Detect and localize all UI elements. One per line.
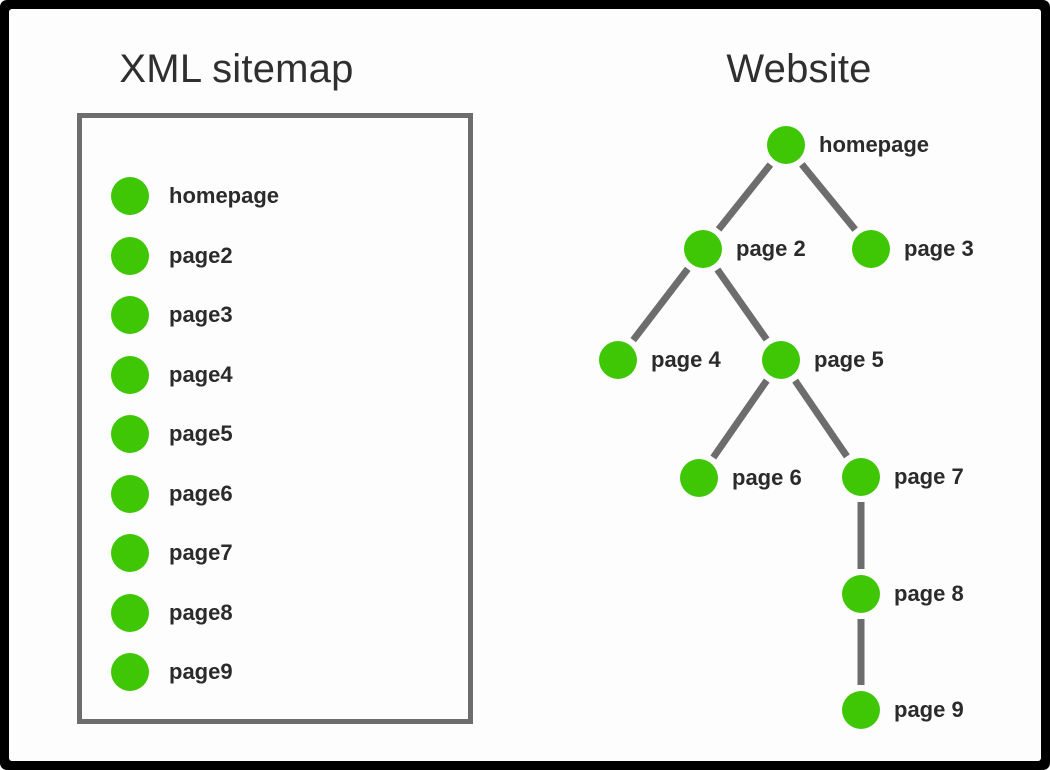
green-circle-icon: [111, 296, 149, 334]
tree-node-label: page 7: [894, 464, 964, 489]
green-circle-icon: [599, 341, 637, 379]
green-circle-icon: [111, 355, 149, 394]
website-tree: homepage page 2 page 3 page 4 page 5 page 6 pa…: [9, 9, 1041, 761]
green-circle-icon: [842, 575, 880, 613]
tree-node-label: page 2: [736, 236, 806, 261]
green-circle-icon: [111, 593, 149, 632]
sitemap-list-item-label: page5: [169, 421, 233, 446]
xml-sitemap-title: XML sitemap: [119, 47, 354, 91]
green-circle-icon: [767, 126, 805, 164]
green-circle-icon: [111, 177, 149, 215]
diagram-inner-surface: XML sitemap homepage page2 page3 page4 page5…: [9, 9, 1041, 761]
tree-node-page4[interactable]: page 4: [599, 341, 721, 379]
tree-node-page3[interactable]: page 3: [852, 230, 974, 268]
green-circle-icon: [680, 459, 718, 497]
tree-edge-page5-to-page7: [792, 378, 850, 459]
tree-node-page9[interactable]: page 9: [842, 691, 964, 729]
sitemap-list-item[interactable]: page7: [111, 533, 233, 573]
sitemap-list-item-label: page6: [169, 480, 233, 506]
tree-node-page8[interactable]: page 8: [842, 575, 964, 613]
tree-node-label: page 4: [651, 347, 721, 372]
green-circle-icon: [842, 458, 880, 496]
sitemap-list-item[interactable]: page8: [111, 593, 233, 633]
tree-edge-homepage-to-page3: [799, 162, 858, 232]
sitemap-list-item-label: page2: [169, 242, 233, 268]
green-circle-icon: [111, 474, 149, 513]
sitemap-list-item[interactable]: page2: [111, 236, 233, 276]
tree-edge-page2-to-page5: [714, 267, 770, 342]
tree-node-label: page 8: [894, 581, 964, 606]
sitemap-list-item-label: page8: [169, 599, 233, 625]
website-tree-edges: [630, 162, 865, 685]
tree-edge-page2-to-page4: [630, 266, 691, 343]
website-title: Website: [726, 47, 872, 91]
green-circle-icon: [111, 236, 149, 275]
sitemap-list-item[interactable]: page4: [111, 355, 233, 395]
tree-node-page2[interactable]: page 2: [684, 230, 806, 268]
sitemap-list-item[interactable]: homepage: [111, 176, 279, 216]
sitemap-list-item[interactable]: page6: [111, 474, 233, 514]
green-circle-icon: [842, 691, 880, 729]
sitemap-list-item-label: page4: [169, 361, 233, 387]
xml-sitemap-list: homepage page2 page3 page4 page5 page6 page7 pa…: [77, 113, 473, 724]
sitemap-list-item-label: homepage: [169, 183, 280, 208]
tree-node-homepage[interactable]: homepage: [767, 126, 929, 164]
sitemap-list-item-label: page9: [169, 659, 233, 684]
green-circle-icon: [762, 341, 800, 379]
green-circle-icon: [684, 230, 722, 268]
sitemap-list-item[interactable]: page5: [111, 414, 233, 454]
sitemap-list-item-label: page3: [169, 302, 233, 327]
tree-node-label: homepage: [819, 132, 930, 157]
tree-edge-page5-to-page6: [710, 378, 770, 460]
tree-edge-homepage-to-page2: [715, 162, 774, 232]
green-circle-icon: [111, 415, 149, 453]
tree-node-label: page 6: [732, 465, 802, 490]
tree-node-page7[interactable]: page 7: [842, 458, 964, 496]
green-circle-icon: [111, 534, 149, 572]
tree-node-page6[interactable]: page 6: [680, 459, 802, 497]
green-circle-icon: [852, 230, 890, 268]
tree-node-page5[interactable]: page 5: [762, 341, 884, 379]
green-circle-icon: [111, 653, 149, 691]
sitemap-list-item-label: page7: [169, 540, 233, 565]
tree-node-label: page 5: [814, 347, 884, 372]
sitemap-list-item[interactable]: page9: [111, 652, 233, 692]
tree-node-label: page 3: [904, 236, 974, 261]
tree-node-label: page 9: [894, 697, 964, 722]
xml-sitemap-box: [77, 113, 473, 724]
sitemap-list-item[interactable]: page3: [111, 295, 233, 335]
